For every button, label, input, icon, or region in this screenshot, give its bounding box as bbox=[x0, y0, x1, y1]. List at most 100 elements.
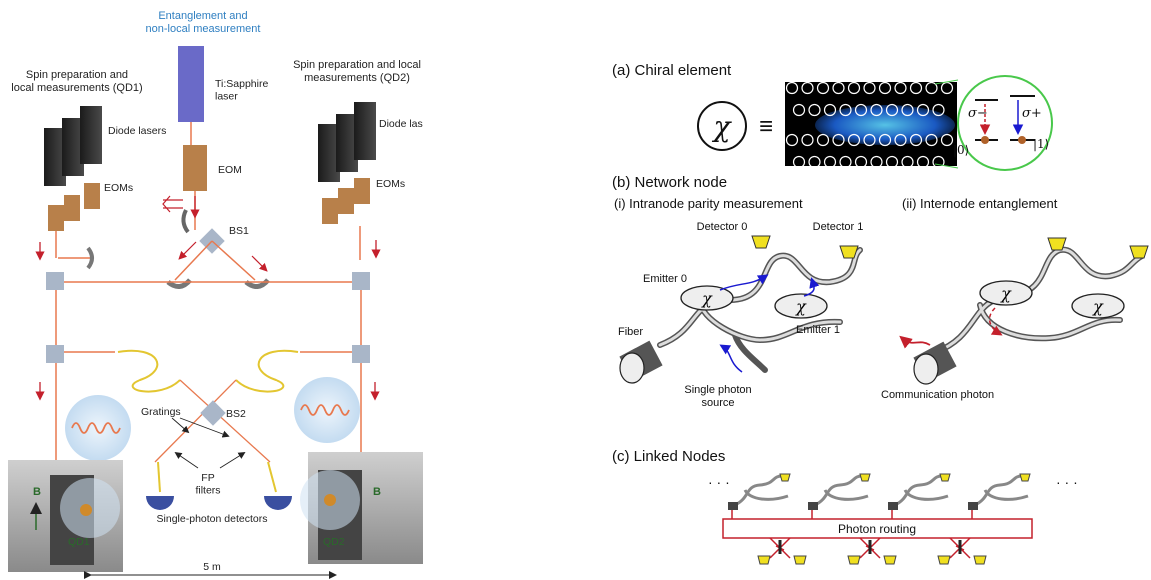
crystal-hole bbox=[894, 133, 907, 147]
crystal-hole bbox=[894, 81, 907, 95]
crystal-hole bbox=[932, 103, 945, 117]
section-b-i-title: (i) Intranode parity measurement bbox=[614, 196, 803, 211]
crystal-hole bbox=[847, 133, 861, 147]
bs2-label: BS2 bbox=[226, 408, 246, 420]
crystal-hole bbox=[808, 103, 821, 117]
wavepacket-bubble-left bbox=[65, 395, 131, 461]
crystal-hole bbox=[816, 133, 830, 147]
linked-node bbox=[888, 473, 951, 519]
diode-lasers-label: Diode lasers bbox=[108, 125, 166, 137]
sigma-minus-label: σ− bbox=[968, 106, 988, 121]
bs1-label: BS1 bbox=[229, 225, 249, 237]
crystal-hole bbox=[823, 103, 837, 117]
eom-center bbox=[183, 145, 207, 191]
crystal-hole bbox=[832, 133, 845, 147]
crystal-hole bbox=[940, 133, 954, 147]
ellipsis-left: · · · bbox=[708, 474, 730, 490]
detector-left bbox=[146, 496, 174, 510]
crystal-hole bbox=[801, 133, 814, 147]
crystal-hole bbox=[885, 103, 899, 117]
crystal-hole bbox=[839, 155, 852, 169]
crystal-hole bbox=[785, 81, 799, 95]
communication-photon-label: Communication photon bbox=[881, 389, 994, 401]
right-network-panel: (a) Chiral element χ ≡ σ− σ+ |0⟩ |1⟩ (b)… bbox=[612, 62, 1149, 565]
crystal-hole bbox=[878, 133, 892, 147]
crystal-hole bbox=[792, 103, 806, 117]
qd1-label: QD1 bbox=[68, 536, 90, 548]
ket-0-label: |0⟩ bbox=[953, 143, 969, 157]
crystal-hole bbox=[792, 155, 806, 169]
energy-level-zoom bbox=[957, 75, 1053, 171]
b-field-right: B bbox=[373, 486, 381, 498]
crystal-hole bbox=[863, 81, 876, 95]
photon-routing-label: Photon routing bbox=[838, 522, 916, 536]
routing-detector-pair bbox=[847, 537, 897, 565]
routing-detector-pair bbox=[757, 537, 807, 565]
routing-detectors bbox=[757, 537, 987, 565]
crystal-hole bbox=[901, 155, 914, 169]
svg-text:χ: χ bbox=[701, 289, 713, 308]
emitter-1 bbox=[774, 293, 828, 319]
crystal-holes bbox=[785, 81, 954, 169]
crystal-hole bbox=[916, 155, 930, 169]
eoms-right-label: EOMs bbox=[376, 178, 405, 190]
crystal-hole bbox=[870, 155, 883, 169]
crystal-hole bbox=[854, 155, 868, 169]
emitter-0 bbox=[680, 285, 734, 311]
linked-node bbox=[808, 473, 871, 519]
crystal-hole bbox=[785, 133, 799, 147]
b-field-left: B bbox=[33, 486, 41, 498]
section-a-title: (a) Chiral element bbox=[612, 62, 732, 79]
detector-0-icon bbox=[751, 235, 771, 249]
diode-laser-1 bbox=[44, 128, 66, 186]
crystal-hole bbox=[909, 81, 923, 95]
crystal-hole bbox=[940, 81, 954, 95]
linked-nodes bbox=[728, 473, 1031, 519]
gratings-label: Gratings bbox=[141, 406, 181, 418]
svg-text:χ: χ bbox=[1000, 284, 1012, 303]
node-i bbox=[657, 247, 863, 373]
wavepacket-bubble-right bbox=[294, 377, 360, 443]
routing-detector-pair bbox=[937, 537, 987, 565]
diode-laser-3 bbox=[80, 106, 102, 164]
photon-routing-box bbox=[722, 518, 1033, 539]
crystal-hole bbox=[932, 155, 945, 169]
chiral-element-symbol bbox=[697, 101, 747, 151]
fiber-label: Fiber bbox=[618, 326, 643, 338]
svg-text:χ: χ bbox=[1092, 297, 1104, 316]
diode-lasers-right-label: Diode las bbox=[379, 118, 423, 130]
crystal-hole bbox=[808, 155, 821, 169]
crystal-hole bbox=[847, 81, 861, 95]
eoms-left-label: EOMs bbox=[104, 182, 133, 194]
scale-label: 5 m bbox=[203, 561, 221, 573]
section-b-title: (b) Network node bbox=[612, 174, 727, 191]
linked-node bbox=[968, 473, 1031, 519]
linked-node bbox=[728, 473, 791, 519]
crystal-hole bbox=[832, 81, 845, 95]
crystal-hole bbox=[839, 103, 852, 117]
bs2-splitter bbox=[200, 400, 226, 426]
ket-1-label: |1⟩ bbox=[1033, 137, 1049, 151]
crystal-hole bbox=[878, 81, 892, 95]
equiv-symbol: ≡ bbox=[759, 113, 773, 140]
emitter-1-label: Emitter 1 bbox=[796, 324, 840, 336]
single-photon-detectors-label: Single-photon detectors bbox=[157, 513, 268, 525]
emitter-0-label: Emitter 0 bbox=[643, 273, 687, 285]
crystal-hole bbox=[909, 133, 923, 147]
crystal-hole bbox=[801, 81, 814, 95]
crystal-hole bbox=[916, 103, 930, 117]
ti-sapphire-laser bbox=[178, 46, 204, 122]
chi-symbol: χ bbox=[712, 110, 733, 143]
crystal-hole bbox=[925, 81, 938, 95]
crystal-hole bbox=[901, 103, 914, 117]
section-b-ii-title: (ii) Internode entanglement bbox=[902, 196, 1058, 211]
crystal-hole bbox=[854, 103, 868, 117]
crystal-hole bbox=[870, 103, 883, 117]
eom-center-label: EOM bbox=[218, 164, 242, 176]
svg-text:χ: χ bbox=[795, 297, 807, 316]
